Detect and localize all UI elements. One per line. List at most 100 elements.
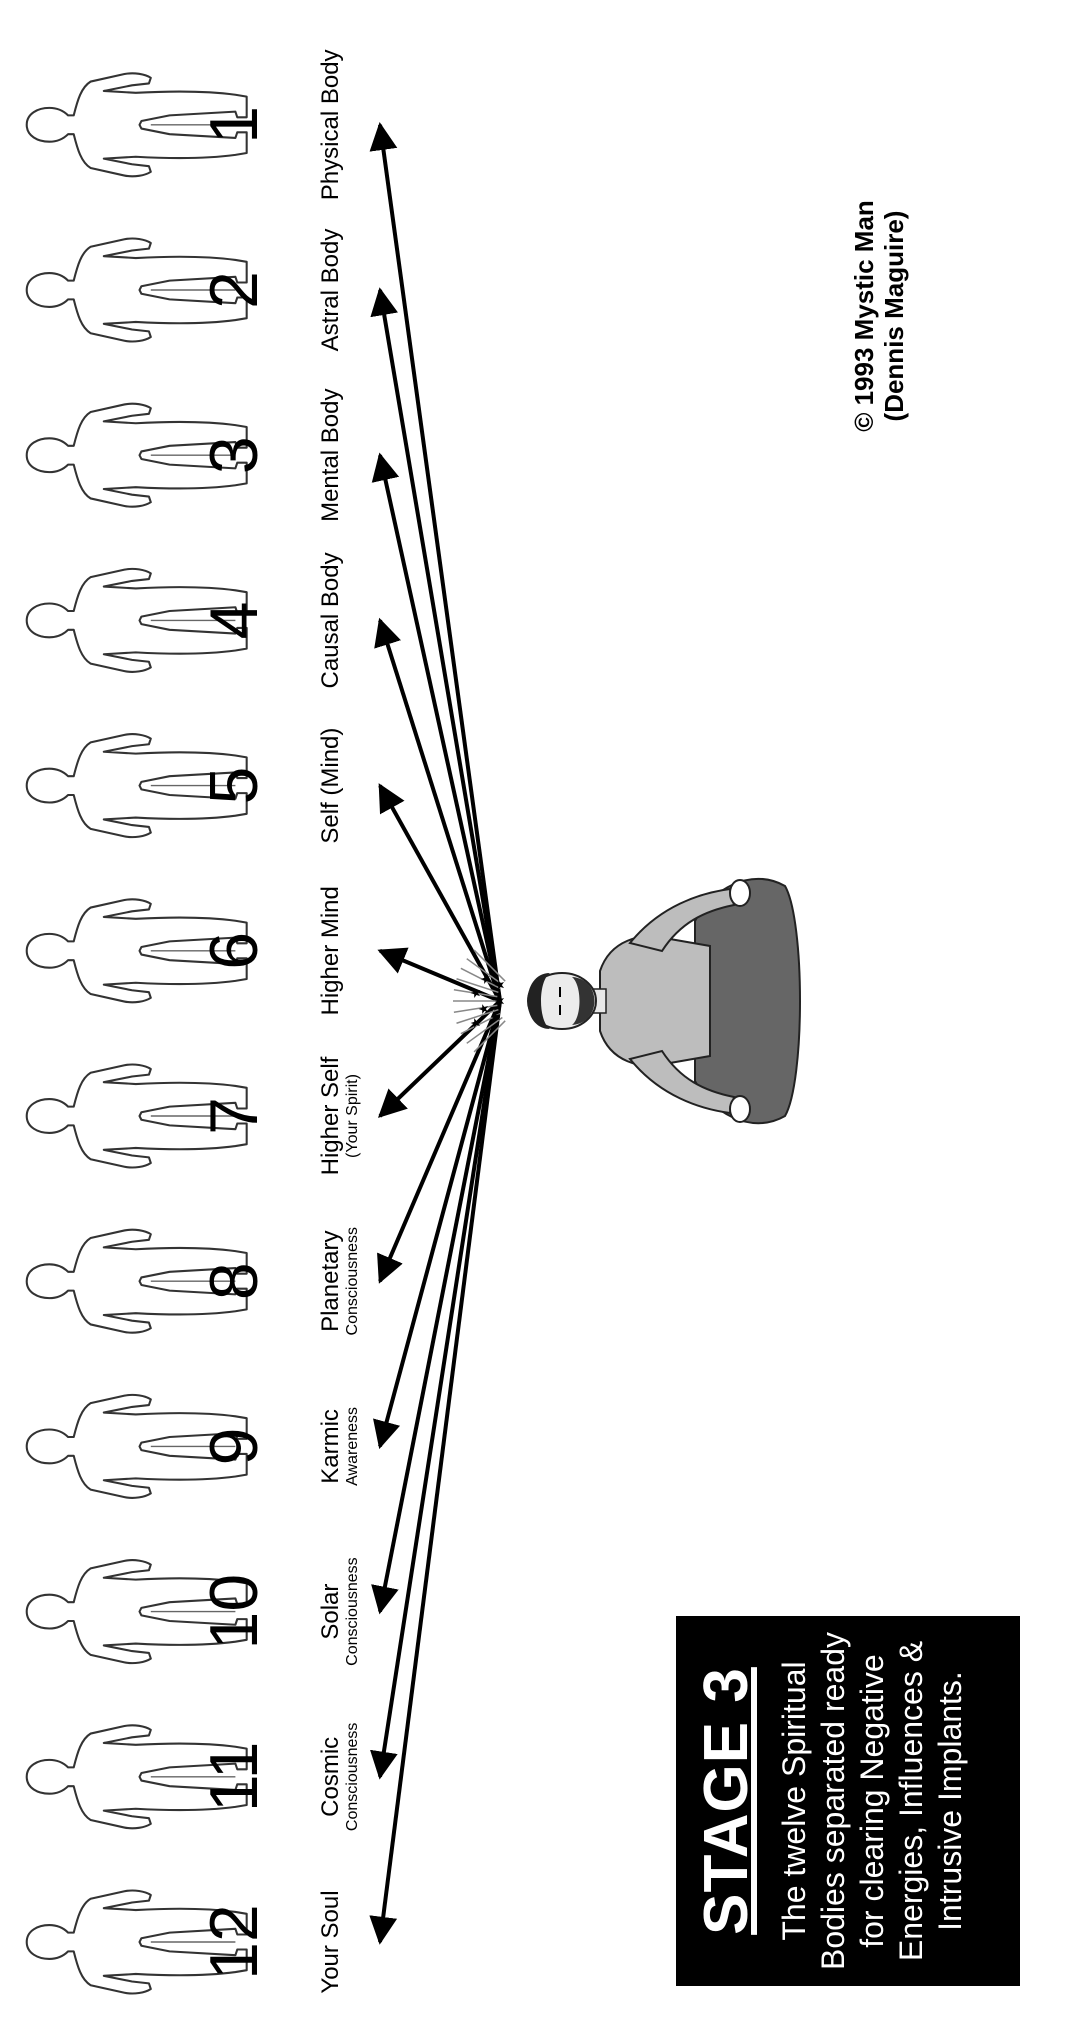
body-number: 6 [196,931,272,970]
body-label: Your Soul [317,1857,344,2027]
body-outline [25,898,248,1004]
body-label-main: Astral Body [317,228,344,352]
body-figure [25,1228,248,1334]
body-label: Physical Body [317,40,344,210]
body-arrow [370,1000,502,1780]
body-outline [25,1393,248,1499]
body-label-sub: Consciousness [344,1722,362,1832]
body-arrow [378,783,502,1002]
beard [572,977,595,1025]
body-outline [25,567,248,673]
body-arrow [369,1000,502,1945]
body-number: 3 [196,436,272,475]
body-figure [25,733,248,839]
body-figure [25,237,248,343]
star-icon: ★ [479,973,494,985]
body-label: Self (Mind) [317,701,344,871]
body-label: Astral Body [317,205,344,375]
energy-ray [456,1008,499,1024]
body-number: 11 [196,1741,272,1813]
body-label-sub: Consciousness [344,1226,362,1336]
body-figure [25,567,248,673]
copyright-line-2: (Dennis Maguire) [878,210,909,422]
right-hand [729,879,751,907]
copyright-line-1: © 1993 Mystic Man [849,200,879,432]
energy-ray [456,978,499,994]
copyright-notice: © 1993 Mystic Man (Dennis Maguire) [849,116,910,516]
body-number: 2 [196,271,272,309]
body-label-main: Solar [317,1583,344,1640]
body-figure [25,1393,248,1499]
meditating-man [527,877,801,1125]
body-label: Mental Body [317,370,344,540]
star-icon: ★ [489,1011,504,1023]
body-label-main: Causal Body [317,552,344,689]
body-outline [25,402,248,508]
star-icon: ★ [477,1003,492,1015]
body-outline [25,733,248,839]
body-number: 7 [196,1097,272,1135]
body-label-sub: Awareness [344,1406,362,1486]
body-arrow [377,947,501,1003]
body-number: 5 [196,766,272,805]
body-arrow [374,617,502,1002]
body-label: Higher Self(Your Spirit) [317,1031,362,1201]
stage-caption-box: STAGE 3 The twelve Spiritual Bodies sepa… [676,1616,1020,1986]
star-icon: ★ [493,979,508,991]
star-icon: ★ [493,995,508,1007]
body-label-main: Higher Mind [317,886,344,1016]
body-number: 8 [196,1262,272,1301]
energy-ray [460,1013,501,1035]
body-label-main: Mental Body [317,388,344,522]
energy-ray [460,967,501,989]
energy-ray [466,1016,503,1044]
energy-ray [473,1020,506,1053]
body-label-main: Your Soul [317,1890,344,1994]
body-number: 10 [196,1573,272,1650]
body-outline [25,1889,248,1995]
energy-ray [453,1004,498,1014]
body-label-sub: Consciousness [344,1557,362,1666]
body-number: 4 [196,601,272,640]
body-arrow [371,1000,502,1615]
body-outline [25,1559,248,1665]
body-arrow [370,287,502,1002]
body-figure [25,1889,248,1995]
body-outline [25,1228,248,1334]
body-arrow [373,1000,502,1450]
body-number: 9 [196,1427,272,1466]
body-arrow [377,999,502,1118]
body-label: Causal Body [317,535,344,705]
body-label-main: Cosmic [317,1736,344,1817]
body-outline [25,72,248,178]
body-label-sub: (Your Spirit) [344,1074,362,1158]
body-outline [25,1724,248,1830]
star-icon: ★ [469,987,484,999]
body-label-main: Higher Self [317,1056,344,1176]
hair [527,973,550,1029]
body-arrow [369,122,502,1002]
body-arrow [377,1000,502,1284]
torso [599,935,711,1067]
body-outline [25,237,248,343]
body-outline [25,1063,248,1169]
body-label-main: Planetary [317,1230,344,1332]
body-figure [25,1063,248,1169]
body-figure [25,72,248,178]
body-figure [25,898,248,1004]
body-figure [25,402,248,508]
body-figure [25,1559,248,1665]
body-arrow [371,452,502,1002]
body-figure [25,1724,248,1830]
energy-ray [473,949,506,982]
energy-ray [466,958,503,986]
stage-description: The twelve Spiritual Bodies separated re… [776,1632,969,1970]
body-label-main: Self (Mind) [317,727,344,844]
left-hand [729,1095,751,1123]
body-label-main: Physical Body [317,49,344,201]
